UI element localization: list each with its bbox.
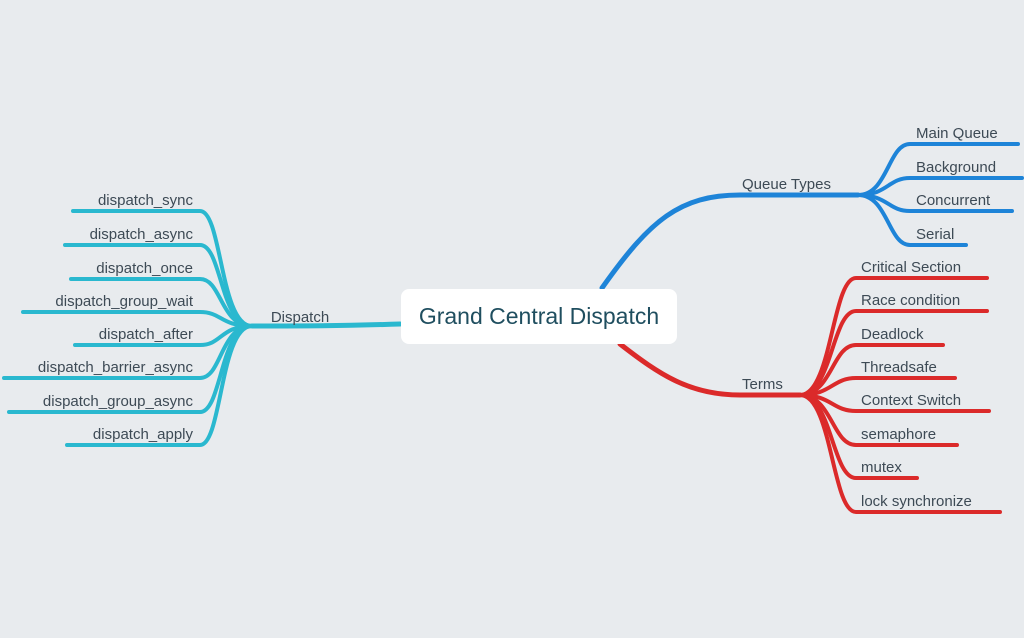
leaf-concurrent[interactable]: Concurrent	[916, 192, 991, 209]
branch-label-dispatch[interactable]: Dispatch	[271, 309, 329, 326]
leaf-lock-synchronize[interactable]: lock synchronize	[861, 493, 972, 510]
leaf-dispatch-async[interactable]: dispatch_async	[90, 226, 194, 243]
leaf-main-queue[interactable]: Main Queue	[916, 125, 998, 142]
leaf-dispatch-apply[interactable]: dispatch_apply	[93, 426, 194, 443]
leaf-threadsafe[interactable]: Threadsafe	[861, 359, 937, 376]
leaf-mutex[interactable]: mutex	[861, 459, 902, 476]
leaf-dispatch-after[interactable]: dispatch_after	[99, 326, 193, 343]
root-topic[interactable]: Grand Central Dispatch	[401, 289, 677, 344]
edges-layer	[2, 142, 1024, 514]
leaf-line-dispatch-apply	[65, 324, 254, 447]
branch-label-terms[interactable]: Terms	[742, 376, 783, 393]
leaf-dispatch-sync[interactable]: dispatch_sync	[98, 192, 194, 209]
branch-line-terms	[617, 341, 803, 398]
leaf-line-serial	[856, 193, 968, 247]
root-topic-label: Grand Central Dispatch	[418, 303, 660, 329]
branch-label-queue-types[interactable]: Queue Types	[742, 176, 831, 193]
leaf-dispatch-once[interactable]: dispatch_once	[96, 260, 193, 277]
leaf-serial[interactable]: Serial	[916, 226, 954, 243]
leaf-context-switch[interactable]: Context Switch	[861, 392, 961, 409]
branch-line-queue-types	[599, 192, 861, 291]
leaf-line-dispatch-group-wait	[21, 310, 254, 328]
leaf-dispatch-group-wait[interactable]: dispatch_group_wait	[55, 293, 193, 310]
leaf-deadlock[interactable]: Deadlock	[861, 326, 924, 343]
leaf-line-lock-synchronize	[798, 393, 1002, 514]
branch-line-dispatch	[249, 321, 403, 329]
leaf-dispatch-barrier-async[interactable]: dispatch_barrier_async	[38, 359, 194, 376]
leaf-critical-section[interactable]: Critical Section	[861, 259, 961, 276]
leaf-race-condition[interactable]: Race condition	[861, 292, 960, 309]
leaf-dispatch-group-async[interactable]: dispatch_group_async	[43, 393, 194, 410]
leaf-semaphore[interactable]: semaphore	[861, 426, 936, 443]
leaf-background[interactable]: Background	[916, 159, 996, 176]
labels-layer: Dispatch dispatch_sync dispatch_asyncdispa…	[38, 125, 998, 510]
